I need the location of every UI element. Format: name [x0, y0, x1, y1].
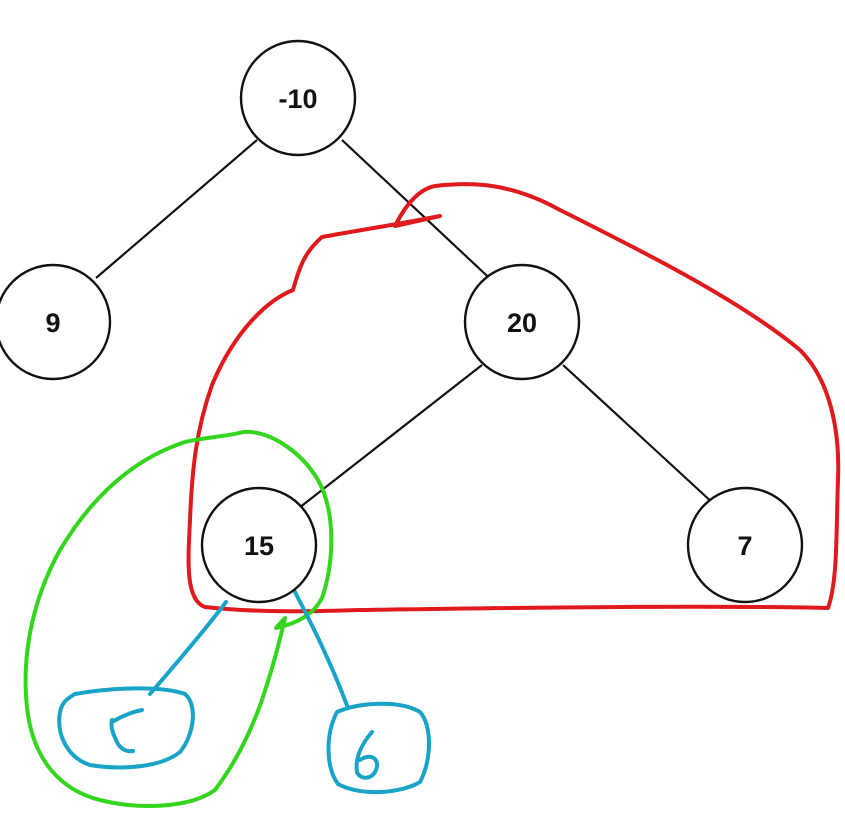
edge-20-to-15: [298, 364, 483, 509]
tree-node-9: 9: [0, 263, 112, 381]
blue-edge-15-to-6: [293, 590, 350, 710]
blue-child-5-circle: [57, 686, 195, 770]
node-label: -10: [278, 84, 317, 114]
handwritten-6-mark: [354, 730, 379, 780]
tree-node-20: 20: [463, 263, 581, 381]
blue-edge-15-to-5: [148, 600, 228, 696]
handwritten-5-mark: [109, 708, 144, 754]
node-circle: [686, 486, 804, 604]
tree-node-7: 7: [686, 486, 804, 604]
node-circle: [463, 263, 581, 381]
node-circle: [239, 39, 357, 157]
tree-node-15: 15: [200, 486, 318, 604]
green-node15-outline: [23, 429, 334, 808]
node-circle: [200, 486, 318, 604]
edge-root-to-20: [341, 139, 501, 289]
node-label: 20: [507, 308, 537, 338]
node-label: 15: [244, 531, 274, 561]
blue-child-6-circle: [326, 701, 431, 794]
tree-edges: [95, 139, 716, 509]
red-subtree-outline: [186, 182, 841, 614]
node-label: 9: [45, 308, 60, 338]
tree-node-root: -10: [239, 39, 357, 157]
edge-20-to-7: [562, 364, 716, 506]
edge-root-to-9: [95, 139, 258, 279]
node-circle: [0, 263, 112, 381]
blue-children-annotation: [57, 590, 431, 794]
node-label: 7: [737, 531, 752, 561]
